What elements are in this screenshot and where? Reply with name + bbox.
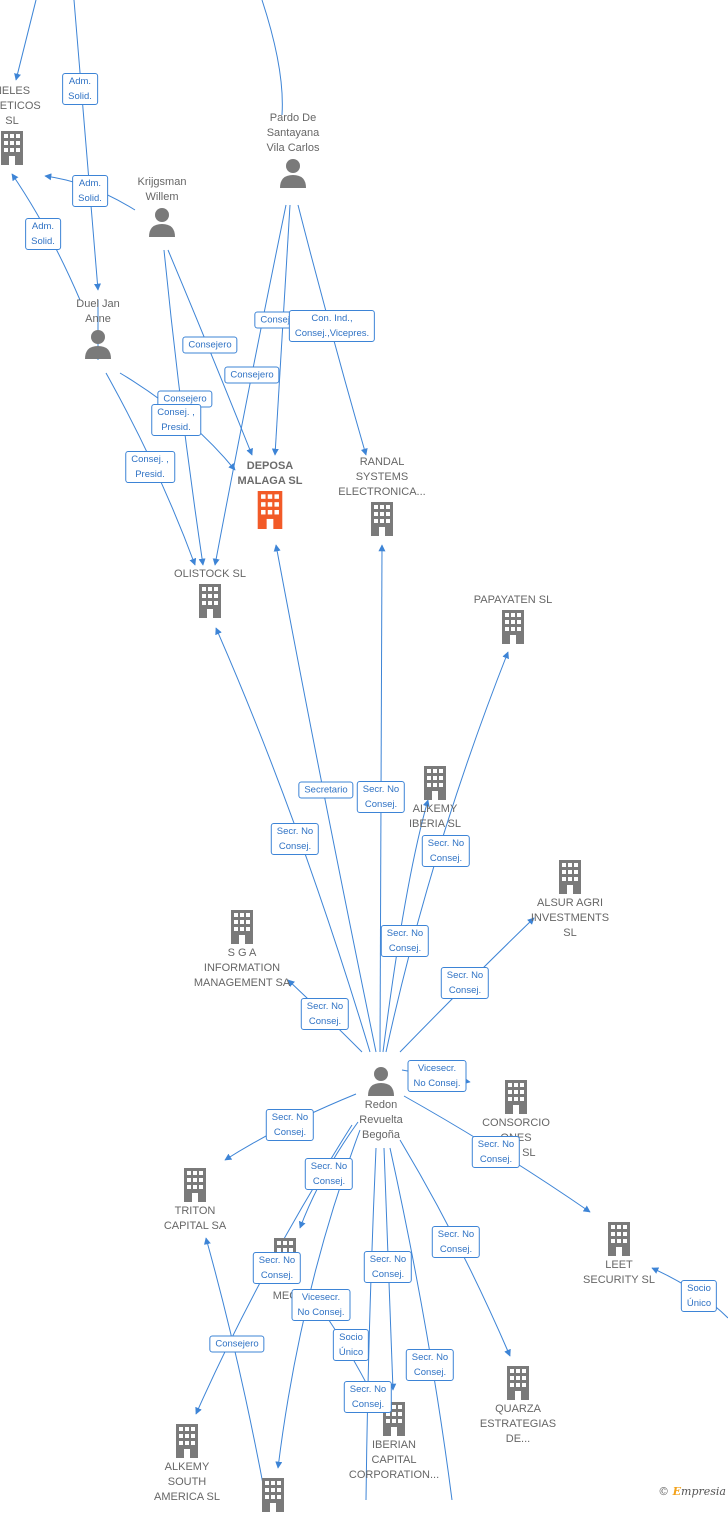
edge-label[interactable]: Consejero — [182, 336, 238, 354]
person-name: Redon Revuelta Begoña — [359, 1099, 403, 1141]
edge-label[interactable]: Secr. No Consej. — [421, 835, 471, 867]
company-node-bottom[interactable] — [253, 1476, 293, 1514]
brand-name: mpresia — [681, 1485, 726, 1498]
edge-label[interactable]: Consej. , Presid. — [125, 451, 175, 483]
building-icon — [231, 910, 253, 944]
company-node-paneles[interactable]: NELES RGETICOS SL — [0, 84, 60, 167]
company-name: QUARZA ESTRATEGIAS DE... — [479, 1403, 557, 1445]
edge-line — [205, 1237, 267, 1500]
building-icon — [424, 766, 446, 800]
building-icon — [559, 860, 581, 894]
edge-label[interactable]: Consej. , Presid. — [151, 404, 201, 436]
person-icon — [280, 159, 306, 188]
building-icon — [199, 584, 221, 618]
empresia-logo[interactable]: © Empresia — [658, 1485, 726, 1498]
company-node-alkemy-south[interactable]: ALKEMY SOUTH AMERICA SL — [142, 1422, 232, 1505]
edge-line — [261, 0, 283, 116]
brand-initial: E — [672, 1485, 682, 1498]
edge-line — [365, 1147, 377, 1500]
building-icon — [371, 502, 393, 536]
person-node-redon[interactable]: Redon Revuelta Begoña — [341, 1064, 421, 1143]
company-name: DEPOSA MALAGA SL — [237, 460, 303, 487]
person-name: Duel Jan Anne — [76, 298, 120, 325]
edge-label[interactable]: Secretario — [298, 781, 354, 799]
person-icon — [149, 208, 175, 237]
edge-label[interactable]: Secr. No Consej. — [471, 1136, 521, 1168]
building-icon — [176, 1424, 198, 1458]
edge-line — [271, 204, 291, 456]
company-name: ALKEMY IBERIA SL — [409, 803, 461, 830]
edge-label[interactable]: Adm. Solid. — [72, 175, 108, 207]
company-name: ALKEMY SOUTH AMERICA SL — [153, 1461, 221, 1503]
building-icon — [502, 610, 524, 644]
person-icon — [85, 330, 111, 359]
edge-label[interactable]: Secr. No Consej. — [363, 1251, 413, 1283]
company-name: IBERIAN CAPITAL CORPORATION... — [348, 1439, 440, 1481]
edge-label[interactable]: Secr. No Consej. — [440, 967, 490, 999]
company-name: LEET SECURITY SL — [583, 1259, 655, 1286]
building-icon — [505, 1080, 527, 1114]
person-node-krijgsman[interactable]: Krijgsman Willem — [117, 175, 207, 239]
edge-label[interactable]: Secr. No Consej. — [356, 781, 406, 813]
copyright-symbol: © — [658, 1485, 670, 1498]
edge-label[interactable]: Socio Único — [680, 1280, 718, 1312]
edge-label[interactable]: Secr. No Consej. — [431, 1226, 481, 1258]
company-name: NELES RGETICOS SL — [0, 85, 41, 127]
edge-label[interactable]: Con. Ind., Consej.,Vicepres. — [288, 310, 376, 342]
person-node-duel[interactable]: Duel Jan Anne — [58, 297, 138, 361]
building-icon-highlighted — [257, 491, 283, 529]
building-icon — [184, 1168, 206, 1202]
person-name: Pardo De Santayana Vila Carlos — [266, 112, 320, 154]
company-node-papayaten[interactable]: PAPAYATEN SL — [463, 593, 563, 646]
edge-label[interactable]: Adm. Solid. — [62, 73, 98, 105]
edge-label[interactable]: Secr. No Consej. — [300, 998, 350, 1030]
edge-line — [73, 0, 101, 291]
edge-label[interactable]: Secr. No Consej. — [252, 1252, 302, 1284]
edge-line — [382, 799, 430, 1053]
company-node-leet[interactable]: LEET SECURITY SL — [574, 1220, 664, 1288]
edge-label[interactable]: Socio Único — [332, 1329, 370, 1361]
company-name: ALSUR AGRI INVESTMENTS SL — [530, 897, 610, 939]
edge-label[interactable]: Secr. No Consej. — [343, 1381, 393, 1413]
edge-label[interactable]: Consejero — [224, 366, 280, 384]
edge-label[interactable]: Secr. No Consej. — [380, 925, 430, 957]
edge-line — [389, 1147, 453, 1500]
company-node-iberian[interactable]: IBERIAN CAPITAL CORPORATION... — [339, 1400, 449, 1483]
edge-label[interactable]: Secr. No Consej. — [405, 1349, 455, 1381]
building-icon — [1, 131, 23, 165]
company-node-deposa[interactable]: DEPOSA MALAGA SL — [220, 459, 320, 531]
company-name: TRITON CAPITAL SA — [163, 1205, 227, 1232]
company-node-quarza[interactable]: QUARZA ESTRATEGIAS DE... — [468, 1364, 568, 1447]
person-node-pardo[interactable]: Pardo De Santayana Vila Carlos — [238, 111, 348, 190]
person-name: Krijgsman Willem — [137, 176, 187, 203]
building-icon — [262, 1478, 284, 1512]
company-node-alkemy-iberia[interactable]: ALKEMY IBERIA SL — [395, 764, 475, 832]
company-name: PAPAYATEN SL — [473, 594, 553, 606]
edge-label[interactable]: Secr. No Consej. — [304, 1158, 354, 1190]
company-name: S G A INFORMATION MANAGEMENT SA — [193, 947, 291, 989]
company-node-alsur[interactable]: ALSUR AGRI INVESTMENTS SL — [525, 858, 615, 941]
company-node-triton[interactable]: TRITON CAPITAL SA — [155, 1166, 235, 1234]
company-node-sga[interactable]: S G A INFORMATION MANAGEMENT SA — [187, 908, 297, 991]
company-node-olistock[interactable]: OLISTOCK SL — [160, 567, 260, 620]
building-icon — [507, 1366, 529, 1400]
edge-label[interactable]: Consejero — [209, 1335, 265, 1353]
company-name: RANDAL SYSTEMS ELECTRONICA... — [338, 456, 426, 498]
company-node-randal[interactable]: RANDAL SYSTEMS ELECTRONICA... — [327, 455, 437, 538]
company-name: OLISTOCK SL — [174, 568, 246, 580]
edge-label[interactable]: Secr. No Consej. — [265, 1109, 315, 1141]
building-icon — [608, 1222, 630, 1256]
edge-line — [14, 0, 37, 81]
edge-label[interactable]: Adm. Solid. — [25, 218, 61, 250]
edge-label[interactable]: Secr. No Consej. — [270, 823, 320, 855]
person-icon — [368, 1067, 394, 1096]
edge-label[interactable]: Vicesecr. No Consej. — [291, 1289, 351, 1321]
edge-label[interactable]: Vicesecr. No Consej. — [407, 1060, 467, 1092]
